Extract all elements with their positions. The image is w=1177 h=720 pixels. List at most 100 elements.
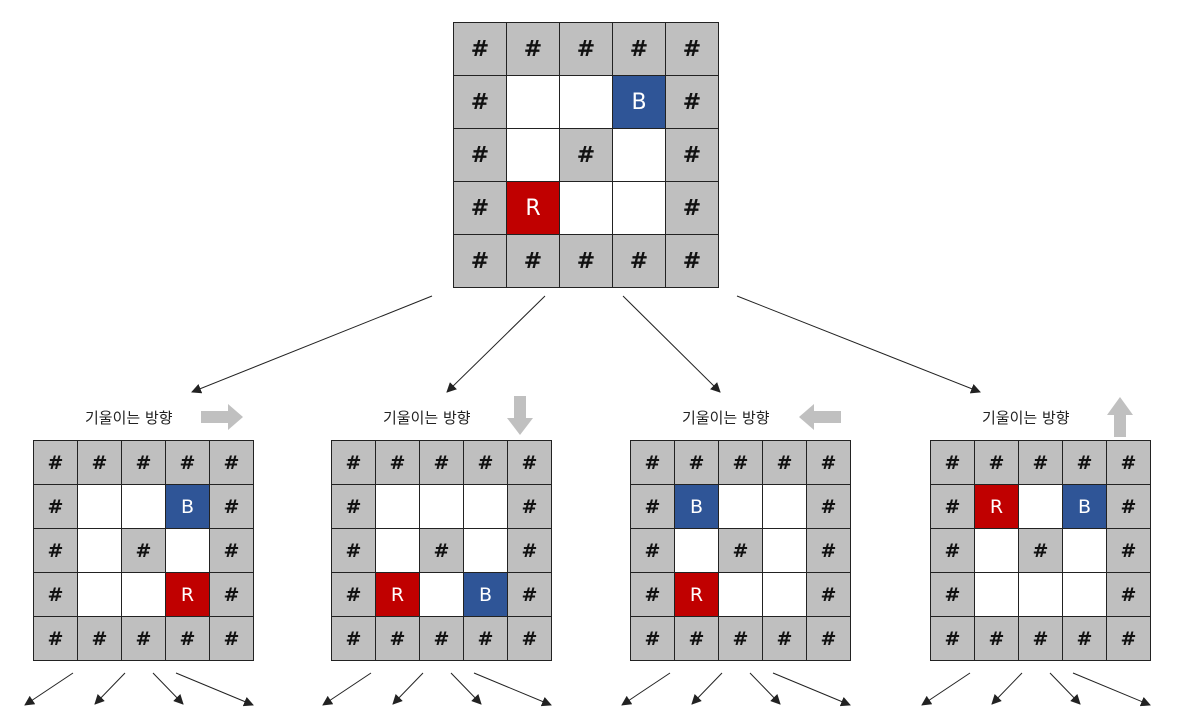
wall-cell: # [508,617,551,660]
blue-ball-cell: B [464,573,507,616]
wall-cell: # [807,529,850,572]
wall-cell: # [560,129,612,181]
empty-cell [560,182,612,234]
wall-cell: # [1019,529,1062,572]
wall-cell: # [807,573,850,616]
empty-cell [1019,573,1062,616]
empty-cell [560,76,612,128]
wall-cell: # [508,485,551,528]
wall-cell: # [1019,617,1062,660]
red-ball-cell: R [975,485,1018,528]
red-ball-cell: R [675,573,718,616]
wall-cell: # [508,441,551,484]
wall-cell: # [807,441,850,484]
empty-cell [507,76,559,128]
wall-cell: # [78,617,121,660]
wall-cell: # [631,617,674,660]
wall-cell: # [454,129,506,181]
empty-cell [166,529,209,572]
tree-edge [736,295,981,394]
empty-cell [613,182,665,234]
wall-cell: # [1107,617,1150,660]
empty-cell [719,485,762,528]
wall-cell: # [719,441,762,484]
wall-cell: # [508,573,551,616]
wall-cell: # [507,235,559,287]
wall-cell: # [719,529,762,572]
wall-cell: # [166,617,209,660]
wall-cell: # [210,617,253,660]
wall-cell: # [34,573,77,616]
tree-edge-continued [450,672,482,705]
wall-cell: # [931,529,974,572]
tilt-arrow-down-icon [507,396,533,435]
wall-cell: # [454,23,506,75]
wall-cell: # [613,235,665,287]
tree-edge [622,295,721,393]
empty-cell [719,573,762,616]
empty-cell [376,485,419,528]
empty-cell [507,129,559,181]
empty-cell [763,485,806,528]
wall-cell: # [1063,441,1106,484]
red-ball-cell: R [376,573,419,616]
empty-cell [122,485,165,528]
root-board: ######B#####R###### [453,22,719,288]
wall-cell: # [376,617,419,660]
wall-cell: # [631,485,674,528]
wall-cell: # [210,485,253,528]
empty-cell [975,529,1018,572]
wall-cell: # [122,441,165,484]
wall-cell: # [666,129,718,181]
tilt-arrow-right-icon [201,404,243,430]
tilt-direction-label: 기울이는 방향 [85,409,173,427]
wall-cell: # [464,441,507,484]
empty-cell [376,529,419,572]
wall-cell: # [675,617,718,660]
empty-cell [675,529,718,572]
wall-cell: # [1107,441,1150,484]
wall-cell: # [931,617,974,660]
tree-edge-continued [691,672,723,705]
red-ball-cell: R [507,182,559,234]
wall-cell: # [763,617,806,660]
blue-ball-cell: B [1063,485,1106,528]
empty-cell [1019,485,1062,528]
wall-cell: # [1107,573,1150,616]
tree-edge-continued [621,672,671,706]
tree-edge-continued [921,672,971,706]
empty-cell [975,573,1018,616]
empty-cell [78,573,121,616]
wall-cell: # [332,573,375,616]
empty-cell [464,529,507,572]
wall-cell: # [166,441,209,484]
wall-cell: # [613,23,665,75]
wall-cell: # [122,529,165,572]
blue-ball-cell: B [675,485,718,528]
wall-cell: # [210,573,253,616]
wall-cell: # [931,485,974,528]
tree-edge-continued [473,672,552,707]
wall-cell: # [1063,617,1106,660]
empty-cell [613,129,665,181]
wall-cell: # [931,441,974,484]
wall-cell: # [122,617,165,660]
tree-edge-continued [322,672,372,706]
wall-cell: # [666,23,718,75]
blue-ball-cell: B [166,485,209,528]
wall-cell: # [454,76,506,128]
wall-cell: # [34,485,77,528]
wall-cell: # [376,441,419,484]
board-tilt-left: ######B#####R###### [630,440,851,661]
tree-edge-continued [1049,672,1081,705]
empty-cell [420,485,463,528]
tilt-direction-label: 기울이는 방향 [682,409,770,427]
wall-cell: # [807,485,850,528]
empty-cell [420,573,463,616]
wall-cell: # [420,617,463,660]
tree-edge-continued [152,672,184,705]
tree-edge [191,295,433,394]
